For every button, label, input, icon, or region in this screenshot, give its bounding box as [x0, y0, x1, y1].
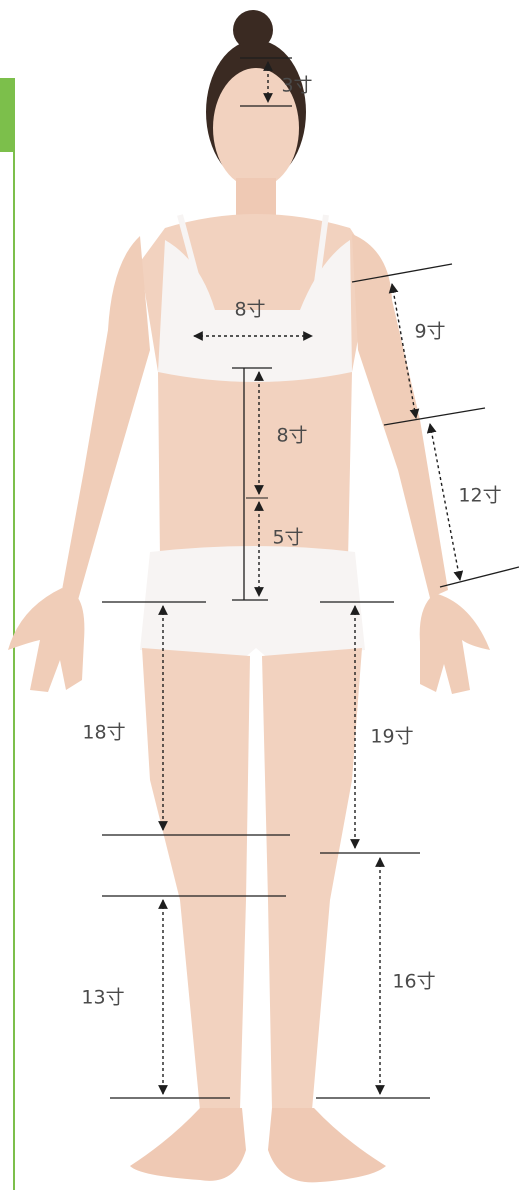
label-inner-thigh: 18寸	[82, 724, 125, 743]
label-lower-abdomen: 5寸	[272, 529, 303, 548]
label-upper-arm: 9寸	[414, 323, 445, 342]
label-upper-abdomen: 8寸	[276, 427, 307, 446]
adjacent-table-strip	[0, 78, 14, 1190]
left-foot	[130, 1108, 246, 1181]
right-leg	[262, 648, 362, 1110]
wrist-ref	[440, 567, 519, 587]
shorts	[140, 546, 365, 660]
left-leg	[142, 648, 250, 1110]
label-outer-thigh: 19寸	[370, 728, 413, 747]
neck	[236, 178, 276, 220]
left-arm	[62, 236, 150, 600]
right-hand	[420, 592, 490, 694]
label-inner-shin: 13寸	[81, 989, 124, 1008]
right-foot	[268, 1108, 386, 1182]
label-outer-shin: 16寸	[392, 973, 435, 992]
left-hand	[8, 588, 84, 692]
label-head: 3寸	[281, 77, 312, 96]
label-chest: 8寸	[234, 301, 265, 320]
label-forearm: 12寸	[458, 487, 501, 506]
table-header-strip	[0, 78, 14, 152]
woman-figure	[8, 10, 490, 1182]
